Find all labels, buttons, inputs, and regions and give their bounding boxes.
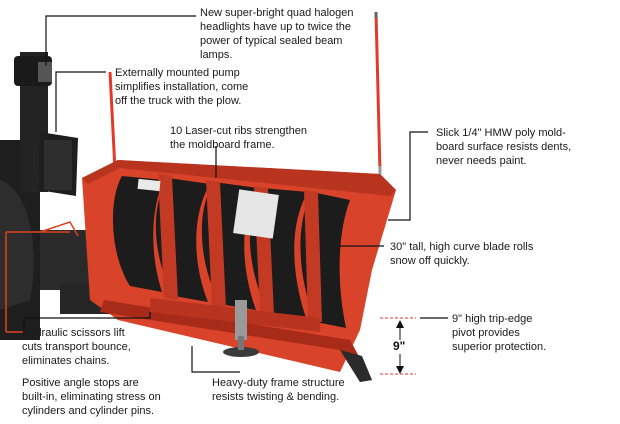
curve-blade-callout: 30" tall, high curve blade rolls snow of… bbox=[390, 241, 534, 267]
scissors-lift-outline bbox=[5, 221, 79, 333]
scissors-lift-callout: Hydraulic scissors lift cuts transport b… bbox=[22, 327, 131, 367]
ribs-callout: 10 Laser-cut ribs strengthen the moldboa… bbox=[170, 125, 307, 151]
poly-surface-callout: Slick 1/4" HMW poly mold- board surface … bbox=[436, 127, 572, 167]
plow-blade bbox=[82, 160, 396, 382]
frame-structure-callout: Heavy-duty frame structure resists twist… bbox=[212, 377, 345, 403]
trip-edge-dimension bbox=[380, 317, 416, 375]
angle-stops-callout: Positive angle stops are built-in, elimi… bbox=[22, 377, 161, 417]
trip-edge-callout: 9" high trip-edge pivot provides superio… bbox=[452, 313, 547, 353]
trip-edge-height-label: 9" bbox=[393, 339, 406, 353]
leader-lines bbox=[23, 15, 448, 373]
pump-callout: Externally mounted pump simplifies insta… bbox=[115, 67, 249, 107]
headlights-callout: New super-bright quad halogen headlights… bbox=[200, 7, 354, 61]
jack-stand bbox=[223, 300, 259, 357]
